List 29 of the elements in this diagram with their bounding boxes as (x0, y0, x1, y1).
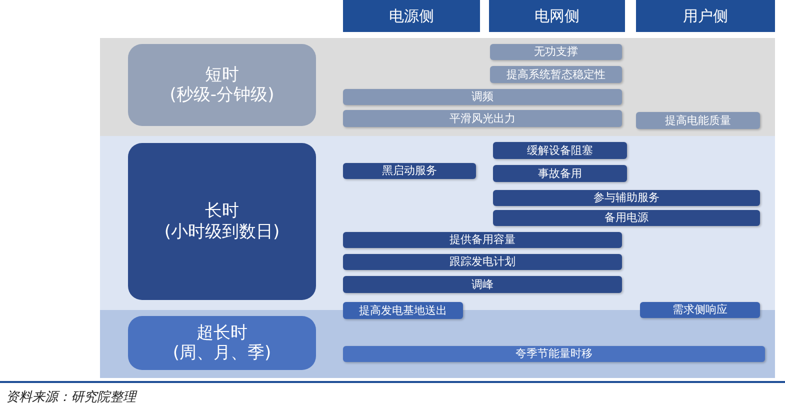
column-header: 电网侧 (489, 0, 625, 32)
category-box (128, 143, 316, 300)
category-box (128, 44, 316, 126)
category-box (128, 316, 316, 370)
category-title: 短时 (205, 64, 239, 85)
column-header: 用户侧 (636, 0, 775, 32)
function-bar: 提高发电基地送出 (343, 302, 463, 319)
function-bar: 事故备用 (493, 165, 627, 182)
function-bar: 提高电能质量 (636, 112, 760, 129)
category-subtitle: (小时级到数日) (164, 222, 280, 242)
function-bar: 参与辅助服务 (493, 190, 760, 206)
function-bar: 夸季节能量时移 (343, 346, 765, 362)
column-header: 电源侧 (343, 0, 480, 32)
function-bar: 黑启动服务 (343, 163, 476, 179)
function-bar: 备用电源 (493, 210, 760, 226)
function-bar: 调峰 (343, 276, 622, 293)
function-bar: 提供备用容量 (343, 232, 622, 248)
function-bar: 平滑风光出力 (343, 110, 622, 127)
category-subtitle: (周、月、季) (172, 343, 272, 364)
function-bar: 提高系统暂态稳定性 (490, 66, 622, 83)
function-bar: 无功支撑 (490, 44, 622, 60)
function-bar: 调频 (343, 89, 622, 105)
category-title: 长时 (205, 201, 239, 222)
function-bar: 跟踪发电计划 (343, 254, 622, 270)
category-subtitle: (秒级-分钟级) (170, 85, 274, 106)
source-note: 资料来源：研究院整理 (6, 389, 136, 406)
function-bar: 需求侧响应 (640, 302, 760, 318)
category-title: 超长时 (196, 322, 248, 343)
function-bar: 缓解设备阻塞 (493, 142, 627, 159)
